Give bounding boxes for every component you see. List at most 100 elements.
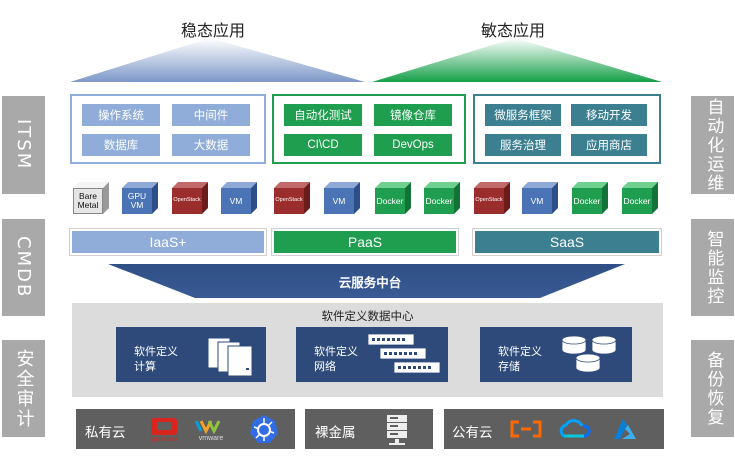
cube-openstack[interactable]: OpenStack [172, 182, 208, 214]
cube-label: VM [332, 195, 346, 206]
app-cicd[interactable]: CI\CD [284, 134, 362, 156]
cube-vm[interactable]: VM [324, 182, 360, 214]
stable-app-heading: 稳态应用 [180, 23, 245, 40]
public-cloud-bar: 公有云 [444, 409, 664, 449]
server-rack-icon [387, 415, 407, 445]
side-automation-label: 自动化运维 [703, 97, 724, 193]
app-middleware[interactable]: 中间件 [172, 104, 250, 126]
sd-compute-label: 软件定义 计算 [134, 345, 178, 375]
side-monitoring-label: 智能监控 [703, 229, 724, 306]
app-microservice[interactable]: 微服务框架 [485, 104, 561, 126]
vmware-logo-icon: vmware [189, 418, 233, 444]
stable-app-group: 操作系统 中间件 数据库 大数据 [70, 94, 266, 164]
server-docs-icon [207, 337, 253, 377]
sd-network-box[interactable]: 软件定义 网络 [296, 327, 448, 382]
sd-network-line2: 网络 [314, 360, 336, 373]
agile-triangle [372, 38, 662, 82]
agile-service-group: 微服务框架 移动开发 服务治理 应用商店 [473, 94, 661, 164]
cloud-middle-label: 云服务中台 [338, 276, 402, 290]
side-monitoring: 智能监控 [691, 219, 734, 316]
private-cloud-label: 私有云 [85, 425, 126, 440]
cube-label: OpenStack [173, 197, 201, 204]
cube-docker[interactable]: Docker [375, 182, 411, 214]
cube-docker[interactable]: Docker [424, 182, 460, 214]
private-cloud-bar: 私有云 openstack vmware [76, 409, 295, 449]
cube-openstack[interactable]: OpenStack [474, 182, 510, 214]
public-cloud-label: 公有云 [452, 425, 493, 440]
side-itsm-label: ITSM [13, 119, 34, 171]
storage-disks-icon [561, 335, 617, 373]
cube-shape [274, 182, 310, 214]
cube-label: Bare Metal [77, 191, 99, 210]
cube-label: VM [530, 195, 544, 206]
resource-cubes-row: Bare Metal GPU VM OpenStack VM OpenStack VM Do… [0, 182, 735, 218]
sd-storage-label: 软件定义 存储 [498, 345, 542, 375]
cube-label: Docker [376, 195, 404, 206]
cube-shape [522, 182, 558, 214]
sd-network-label: 软件定义 网络 [314, 345, 358, 375]
cube-shape [474, 182, 510, 214]
cube-openstack[interactable]: OpenStack [274, 182, 310, 214]
paas-bar[interactable]: PaaS [271, 228, 459, 256]
cube-label: OpenStack [275, 197, 303, 204]
app-devops[interactable]: DevOps [374, 134, 452, 156]
sd-compute-line2: 计算 [134, 360, 156, 373]
cube-shape [375, 182, 411, 214]
cube-shape [122, 182, 158, 214]
app-image-registry[interactable]: 镜像仓库 [374, 104, 452, 126]
app-bigdata[interactable]: 大数据 [172, 134, 250, 156]
sd-compute-box[interactable]: 软件定义 计算 [116, 327, 266, 382]
side-security-audit: 安全审计 [2, 340, 45, 437]
sd-network-line1: 软件定义 [314, 346, 358, 358]
cube-shape [324, 182, 360, 214]
network-switch-icon [367, 333, 441, 374]
sd-storage-line1: 软件定义 [498, 346, 542, 358]
cube-vm[interactable]: VM [522, 182, 558, 214]
tencent-cloud-icon [559, 419, 591, 438]
openstack-logo-text: openstack [150, 437, 178, 443]
side-backup-label: 备份恢复 [703, 350, 724, 427]
cube-docker[interactable]: Docker [622, 182, 658, 214]
agile-devops-group: 自动化测试 镜像仓库 CI\CD DevOps [272, 94, 466, 164]
cube-shape [221, 182, 257, 214]
cube-docker[interactable]: Docker [572, 182, 608, 214]
cube-label: Docker [573, 195, 601, 206]
app-app-store[interactable]: 应用商店 [571, 134, 647, 156]
cube-shape [424, 182, 460, 214]
app-os[interactable]: 操作系统 [82, 104, 160, 126]
aliyun-icon [510, 420, 542, 438]
top-triangles [70, 38, 662, 82]
baremetal-label: 裸金属 [315, 425, 356, 440]
agile-app-heading: 敏态应用 [480, 23, 545, 40]
sd-storage-box[interactable]: 软件定义 存储 [480, 327, 632, 382]
cube-bare-metal[interactable]: Bare Metal [73, 182, 109, 214]
saas-bar[interactable]: SaaS [472, 228, 662, 256]
side-cmdb-label: CMDB [13, 236, 34, 299]
iaas-bar[interactable]: IaaS+ [69, 228, 267, 256]
side-automation: 自动化运维 [691, 96, 734, 194]
kubernetes-icon [250, 415, 278, 443]
cube-shape [73, 182, 109, 214]
sd-storage-line2: 存储 [498, 360, 520, 373]
sddc-panel: 软件定义数据中心 软件定义 计算 软件定义 网络 [72, 303, 663, 397]
openstack-logo-icon: openstack [145, 417, 183, 443]
azure-icon [614, 419, 636, 439]
cube-gpu-vm[interactable]: GPU VM [122, 182, 158, 214]
app-mobile-dev[interactable]: 移动开发 [571, 104, 647, 126]
cloud-middle-shape [108, 264, 625, 298]
cube-label: OpenStack [475, 197, 503, 204]
vmware-logo-text: vmware [198, 435, 224, 442]
app-database[interactable]: 数据库 [82, 134, 160, 156]
sd-compute-line1: 软件定义 [134, 346, 178, 358]
app-service-governance[interactable]: 服务治理 [485, 134, 561, 156]
app-auto-test[interactable]: 自动化测试 [284, 104, 362, 126]
cube-shape [172, 182, 208, 214]
cube-vm[interactable]: VM [221, 182, 257, 214]
sddc-title: 软件定义数据中心 [321, 311, 414, 323]
side-backup: 备份恢复 [691, 340, 734, 437]
cube-shape [572, 182, 608, 214]
stable-triangle [70, 38, 365, 82]
side-cmdb: CMDB [2, 219, 45, 316]
cube-label: VM [229, 195, 243, 206]
side-security-audit-label: 安全审计 [13, 348, 35, 429]
